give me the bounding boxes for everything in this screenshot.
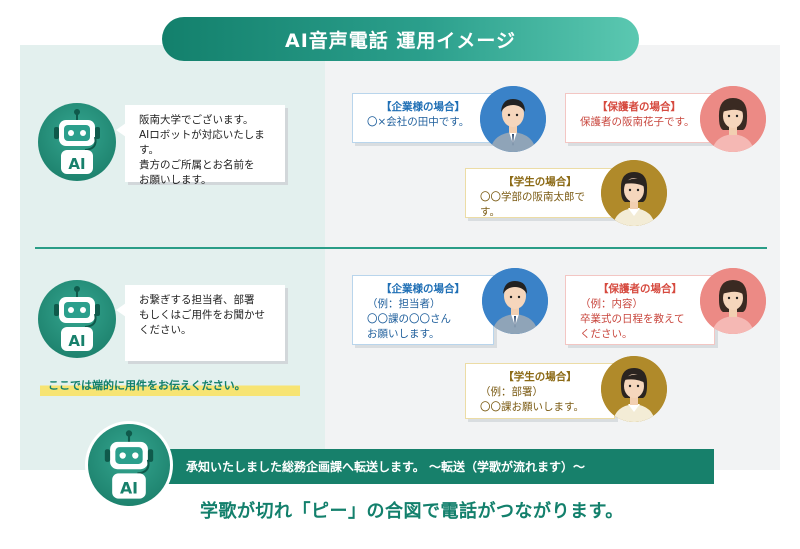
ai-message-line: お願いします。 [139, 174, 212, 186]
parent-card: 【保護者の場合】 （例：内容） 卒業式の日程を教えて ください。 [565, 275, 715, 345]
parent-avatar [700, 86, 766, 152]
businessman-icon [480, 86, 546, 152]
parent-card-line: 卒業式の日程を教えて [580, 313, 685, 325]
ai-robot-avatar: AI [38, 280, 116, 358]
company-card-title: 【企業様の場合】 [381, 283, 465, 295]
company-card: 【企業様の場合】 〇×会社の田中です。 [352, 93, 494, 143]
section-divider [35, 247, 767, 249]
parent-card-line: 保護者の阪南花子です。 [580, 116, 695, 128]
company-card-line: （例：担当者） [367, 298, 441, 310]
highlight-marker [40, 377, 300, 396]
businessman-icon [482, 268, 548, 334]
ai-message-line: AIロボットが対応いたします。 [139, 129, 265, 156]
ai-label: AI [68, 155, 85, 173]
student-card-line: 〇〇課お願いします。 [480, 401, 584, 413]
ai-message-line: お繋ぎする担当者、部署 [139, 294, 255, 306]
student-avatar [601, 356, 667, 422]
ai-label: AI [68, 332, 85, 350]
student-card-line: 〇〇学部の阪南太郎です。 [480, 191, 585, 218]
parent-avatar [700, 268, 766, 334]
businessman-avatar [480, 86, 546, 152]
page-title: AI音声電話 運用イメージ [162, 17, 639, 61]
ai-request-bubble: お繋ぎする担当者、部署 もしくはご用件をお聞かせ ください。 [116, 285, 285, 361]
woman-icon [700, 86, 766, 152]
ai-message-line: もしくはご用件をお聞かせ [139, 309, 265, 321]
robot-icon: AI [54, 286, 100, 351]
student-card-line: （例：部署） [480, 386, 543, 398]
ai-label: AI [120, 478, 138, 497]
connection-caption: 学歌が切れ「ピー」の合図で電話がつながります。 [200, 501, 624, 522]
parent-card-line: ください。 [580, 328, 633, 340]
woman-icon [700, 268, 766, 334]
company-card-line: お願いします。 [367, 328, 440, 340]
student-card: 【学生の場合】 （例：部署） 〇〇課お願いします。 [465, 363, 615, 419]
ai-robot-avatar: AI [85, 421, 173, 509]
student-icon [601, 160, 667, 226]
ai-message-line: 阪南大学でございます。 [139, 114, 254, 126]
student-card-title: 【学生の場合】 [503, 176, 577, 188]
highlight-note: ここでは端的に用件をお伝えください。 [48, 379, 246, 392]
ai-message-line: 貴方のご所属とお名前を [139, 159, 255, 171]
businessman-avatar [482, 268, 548, 334]
student-card-title: 【学生の場合】 [503, 371, 577, 383]
parent-card-title: 【保護者の場合】 [597, 101, 681, 113]
transfer-banner: 承知いたしました総務企画課へ転送します。 〜転送（学歌が流れます）〜 [162, 449, 714, 484]
company-card-line: 〇〇課の〇〇さん [367, 313, 451, 325]
parent-card: 【保護者の場合】 保護者の阪南花子です。 [565, 93, 713, 143]
robot-icon: AI [54, 109, 100, 174]
ai-greeting-bubble: 阪南大学でございます。 AIロボットが対応いたします。 貴方のご所属とお名前を … [116, 105, 285, 186]
company-card-title: 【企業様の場合】 [381, 101, 465, 113]
ai-message-line: ください。 [139, 324, 192, 336]
parent-card-line: （例：内容） [580, 298, 643, 310]
company-card: 【企業様の場合】 （例：担当者） 〇〇課の〇〇さん お願いします。 [352, 275, 494, 345]
student-avatar [601, 160, 667, 226]
student-card: 【学生の場合】 〇〇学部の阪南太郎です。 [465, 168, 615, 218]
company-card-line: 〇×会社の田中です。 [367, 116, 470, 128]
parent-card-title: 【保護者の場合】 [598, 283, 682, 295]
transfer-message: 承知いたしました総務企画課へ転送します。 〜転送（学歌が流れます）〜 [186, 460, 585, 474]
robot-icon: AI [104, 430, 154, 499]
student-icon [601, 356, 667, 422]
ai-robot-avatar: AI [38, 103, 116, 181]
